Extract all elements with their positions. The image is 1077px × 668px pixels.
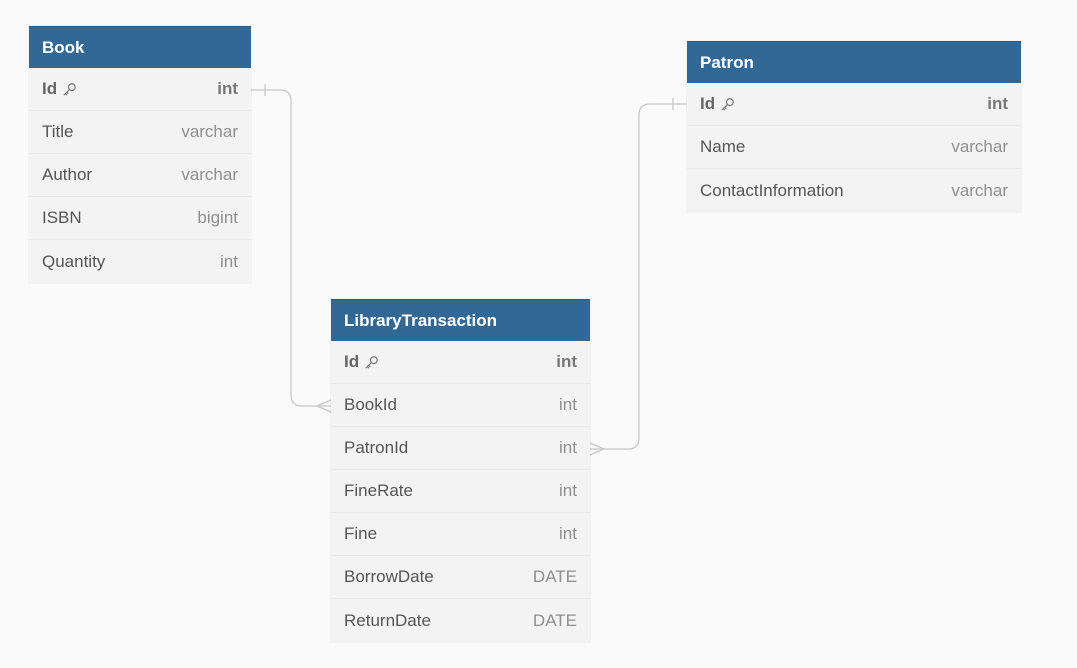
field-name: Id xyxy=(700,94,716,113)
field-type: int xyxy=(987,94,1008,113)
field-type: int xyxy=(556,352,577,371)
field-name: FineRate xyxy=(344,481,413,500)
key-icon xyxy=(364,355,379,370)
field-row-author[interactable]: Author varchar xyxy=(29,154,251,197)
field-type: int xyxy=(559,438,577,457)
field-name-wrap: Id xyxy=(700,94,735,114)
field-type: bigint xyxy=(197,208,238,227)
key-icon xyxy=(720,97,735,112)
field-name: ContactInformation xyxy=(700,180,844,200)
field-name-wrap: Fine xyxy=(344,524,377,544)
field-row-borrowdate[interactable]: BorrowDate DATE xyxy=(331,556,590,599)
field-type: varchar xyxy=(951,137,1008,156)
field-name: Title xyxy=(42,122,74,141)
field-type: varchar xyxy=(951,180,1008,200)
field-name-wrap: Quantity xyxy=(42,252,105,272)
field-row-contactinformation[interactable]: ContactInformation varchar xyxy=(687,169,1021,212)
field-row-finerate[interactable]: FineRate int xyxy=(331,470,590,513)
field-row-id[interactable]: Id int xyxy=(331,341,590,384)
field-name: Fine xyxy=(344,524,378,543)
field-row-bookid[interactable]: BookId int xyxy=(331,384,590,427)
many-marker-transaction-patronid xyxy=(589,442,606,456)
field-type: int xyxy=(559,524,577,543)
field-row-returndate[interactable]: ReturnDate DATE xyxy=(331,599,590,642)
field-name-wrap: FineRate xyxy=(344,481,413,501)
field-type: int xyxy=(217,79,238,98)
field-name-wrap: ReturnDate xyxy=(344,611,431,631)
connector-book-transaction[interactable] xyxy=(251,89,331,407)
field-type: DATE xyxy=(532,610,577,630)
field-name: Id xyxy=(42,79,58,98)
field-name: PatronId xyxy=(344,438,409,457)
field-row-patronid[interactable]: PatronId int xyxy=(331,427,590,470)
field-name-wrap: Title xyxy=(42,122,74,142)
field-name-wrap: ContactInformation xyxy=(700,181,844,201)
field-name-wrap: Name xyxy=(700,137,745,157)
field-row-id[interactable]: Id int xyxy=(687,83,1021,126)
field-row-fine[interactable]: Fine int xyxy=(331,513,590,556)
table-library-transaction-header[interactable]: LibraryTransaction xyxy=(331,299,590,341)
connector-patron-transaction[interactable] xyxy=(590,103,687,450)
field-name-wrap: BookId xyxy=(344,395,397,415)
field-name-wrap: ISBN xyxy=(42,208,82,228)
field-type: varchar xyxy=(181,122,238,141)
field-row-id[interactable]: Id int xyxy=(29,68,251,111)
field-type: DATE xyxy=(532,567,577,586)
field-name-wrap: Id xyxy=(344,352,379,372)
field-name: BorrowDate xyxy=(344,567,434,586)
key-icon xyxy=(62,82,77,97)
field-type: int xyxy=(559,481,577,500)
field-name: ISBN xyxy=(42,208,82,227)
field-name: Author xyxy=(42,165,93,184)
field-row-quantity[interactable]: Quantity int xyxy=(29,240,251,283)
field-type: int xyxy=(220,251,238,271)
field-row-title[interactable]: Title varchar xyxy=(29,111,251,154)
field-name: Quantity xyxy=(42,251,106,271)
table-book-header[interactable]: Book xyxy=(29,26,251,68)
field-row-name[interactable]: Name varchar xyxy=(687,126,1021,169)
field-row-isbn[interactable]: ISBN bigint xyxy=(29,197,251,240)
field-name-wrap: Id xyxy=(42,79,77,99)
field-name: Id xyxy=(344,352,360,371)
many-marker-transaction-bookid xyxy=(315,399,332,413)
field-type: varchar xyxy=(181,165,238,184)
table-patron-header[interactable]: Patron xyxy=(687,41,1021,83)
field-name: BookId xyxy=(344,395,397,414)
field-name-wrap: PatronId xyxy=(344,438,408,458)
field-type: int xyxy=(559,395,577,414)
field-name-wrap: Author xyxy=(42,165,92,185)
field-name-wrap: BorrowDate xyxy=(344,567,434,587)
field-name: ReturnDate xyxy=(344,610,431,630)
field-name: Name xyxy=(700,137,746,156)
